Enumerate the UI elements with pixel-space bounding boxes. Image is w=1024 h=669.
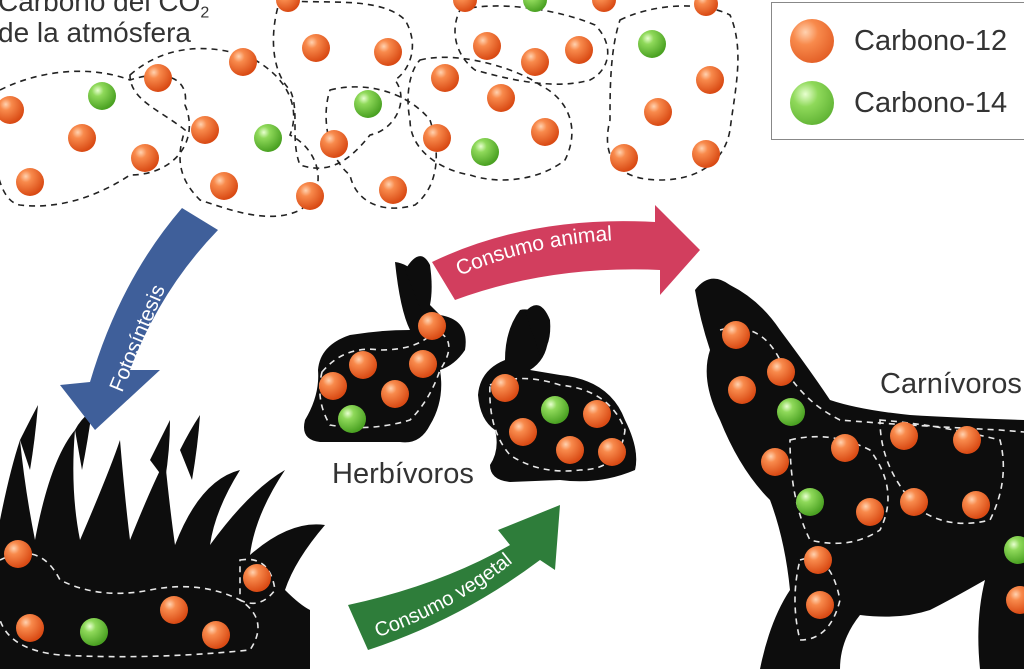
- carbon-12-atom: [243, 564, 271, 592]
- co2-cluster: [407, 56, 573, 181]
- herbivores-label: Herbívoros: [332, 458, 474, 490]
- carbon-12-atom: [4, 540, 32, 568]
- carbon-12-atom: [68, 124, 96, 152]
- atoms: [0, 0, 1024, 649]
- carbon-12-atom: [16, 614, 44, 642]
- carbon-12-atom: [202, 621, 230, 649]
- carbon-12-atom: [722, 321, 750, 349]
- carbon-12-atom: [696, 66, 724, 94]
- atmosphere-title-subscript: 2: [200, 4, 210, 22]
- carbon-12-atom: [473, 32, 501, 60]
- carbon-12-atom: [598, 438, 626, 466]
- grass-silhouette: [0, 405, 325, 669]
- carbon-12-atom: [349, 351, 377, 379]
- carnivores-label: Carnívoros: [880, 368, 1022, 400]
- carbon-12-atom: [890, 422, 918, 450]
- carbon-12-atom: [379, 176, 407, 204]
- carbon-14-atom: [523, 0, 547, 12]
- atmosphere-title-line-1: Carbono del CO2: [0, 0, 209, 23]
- carbon-12-atom: [131, 144, 159, 172]
- carbon-12-atom: [556, 436, 584, 464]
- carbon-12-atom: [856, 498, 884, 526]
- carbon-12-atom: [381, 380, 409, 408]
- carbon-12-atom: [831, 434, 859, 462]
- carbon-12-atom: [767, 358, 795, 386]
- carbon-12-atom: [453, 0, 477, 12]
- carbon-12-atom: [509, 418, 537, 446]
- carbon-12-atom: [0, 96, 24, 124]
- carbon-12-atom: [804, 546, 832, 574]
- carbon-14-atom: [338, 405, 366, 433]
- carbon-12-atom: [160, 596, 188, 624]
- carbon-14-atom: [354, 90, 382, 118]
- atmosphere-title-line-2: de la atmósfera: [0, 17, 191, 48]
- co2-cluster: [325, 86, 438, 209]
- carbon-12-atom: [229, 48, 257, 76]
- carbon-14-atom: [80, 618, 108, 646]
- carbon-12-atom: [1006, 586, 1024, 614]
- carbon-12-atom: [694, 0, 718, 16]
- carbon-12-atom: [806, 591, 834, 619]
- co2-cluster: [272, 0, 414, 169]
- carbon-12-atom: [487, 84, 515, 112]
- carbon-12-atom: [210, 172, 238, 200]
- co2-cluster: [606, 5, 739, 181]
- carbon-14-atom: [254, 124, 282, 152]
- carbon-12-atom: [953, 426, 981, 454]
- carbon-12-atom: [491, 374, 519, 402]
- carbon-12-atom: [900, 488, 928, 516]
- rabbit-1-silhouette: [304, 256, 466, 443]
- carbon-12-atom: [319, 372, 347, 400]
- carbon-12-swatch: [790, 19, 834, 63]
- carbon-12-atom: [728, 376, 756, 404]
- carbon-12-atom: [565, 36, 593, 64]
- carbon-12-atom: [374, 38, 402, 66]
- carbon-14-atom: [471, 138, 499, 166]
- legend-label: Carbono-14: [854, 86, 1008, 119]
- legend-label: Carbono-12: [854, 24, 1008, 57]
- carbon-12-atom: [296, 182, 324, 210]
- carbon-12-atom: [583, 400, 611, 428]
- carbon-12-atom: [302, 34, 330, 62]
- carbon-12-atom: [144, 64, 172, 92]
- carbon-14-atom: [88, 82, 116, 110]
- carbon-12-atom: [418, 312, 446, 340]
- carbon-14-atom: [796, 488, 824, 516]
- co2-cluster: [454, 5, 609, 85]
- carbon-12-atom: [521, 48, 549, 76]
- plant-consumption-arrow: [348, 505, 560, 650]
- carbon-12-atom: [16, 168, 44, 196]
- carbon-12-atom: [320, 130, 348, 158]
- photosynthesis-arrow: [60, 208, 218, 430]
- carbon-14-atom: [541, 396, 569, 424]
- carbon-12-atom: [431, 64, 459, 92]
- carbon-12-atom: [692, 140, 720, 168]
- carbon-12-atom: [592, 0, 616, 12]
- carbon-12-atom: [191, 116, 219, 144]
- legend-item-carbon-12: Carbono-12: [790, 19, 1007, 63]
- carbon-14-atom: [1004, 536, 1024, 564]
- carbon-12-atom: [644, 98, 672, 126]
- carbon-12-atom: [761, 448, 789, 476]
- carbon-14-atom: [638, 30, 666, 58]
- carbon-12-atom: [276, 0, 300, 12]
- animal-consumption-arrow: [432, 205, 700, 300]
- carbon-12-atom: [531, 118, 559, 146]
- carbon-12-atom: [423, 124, 451, 152]
- atmosphere-title-text: Carbono del CO: [0, 0, 201, 17]
- co2-cluster: [0, 70, 191, 207]
- carbon-14-swatch: [790, 81, 834, 125]
- legend: Carbono-12 Carbono-14: [771, 2, 1024, 140]
- legend-item-carbon-14: Carbono-14: [790, 81, 1007, 125]
- carbon-14-atom: [777, 398, 805, 426]
- carbon-12-atom: [409, 350, 437, 378]
- carbon-12-atom: [610, 144, 638, 172]
- carbon-12-atom: [962, 491, 990, 519]
